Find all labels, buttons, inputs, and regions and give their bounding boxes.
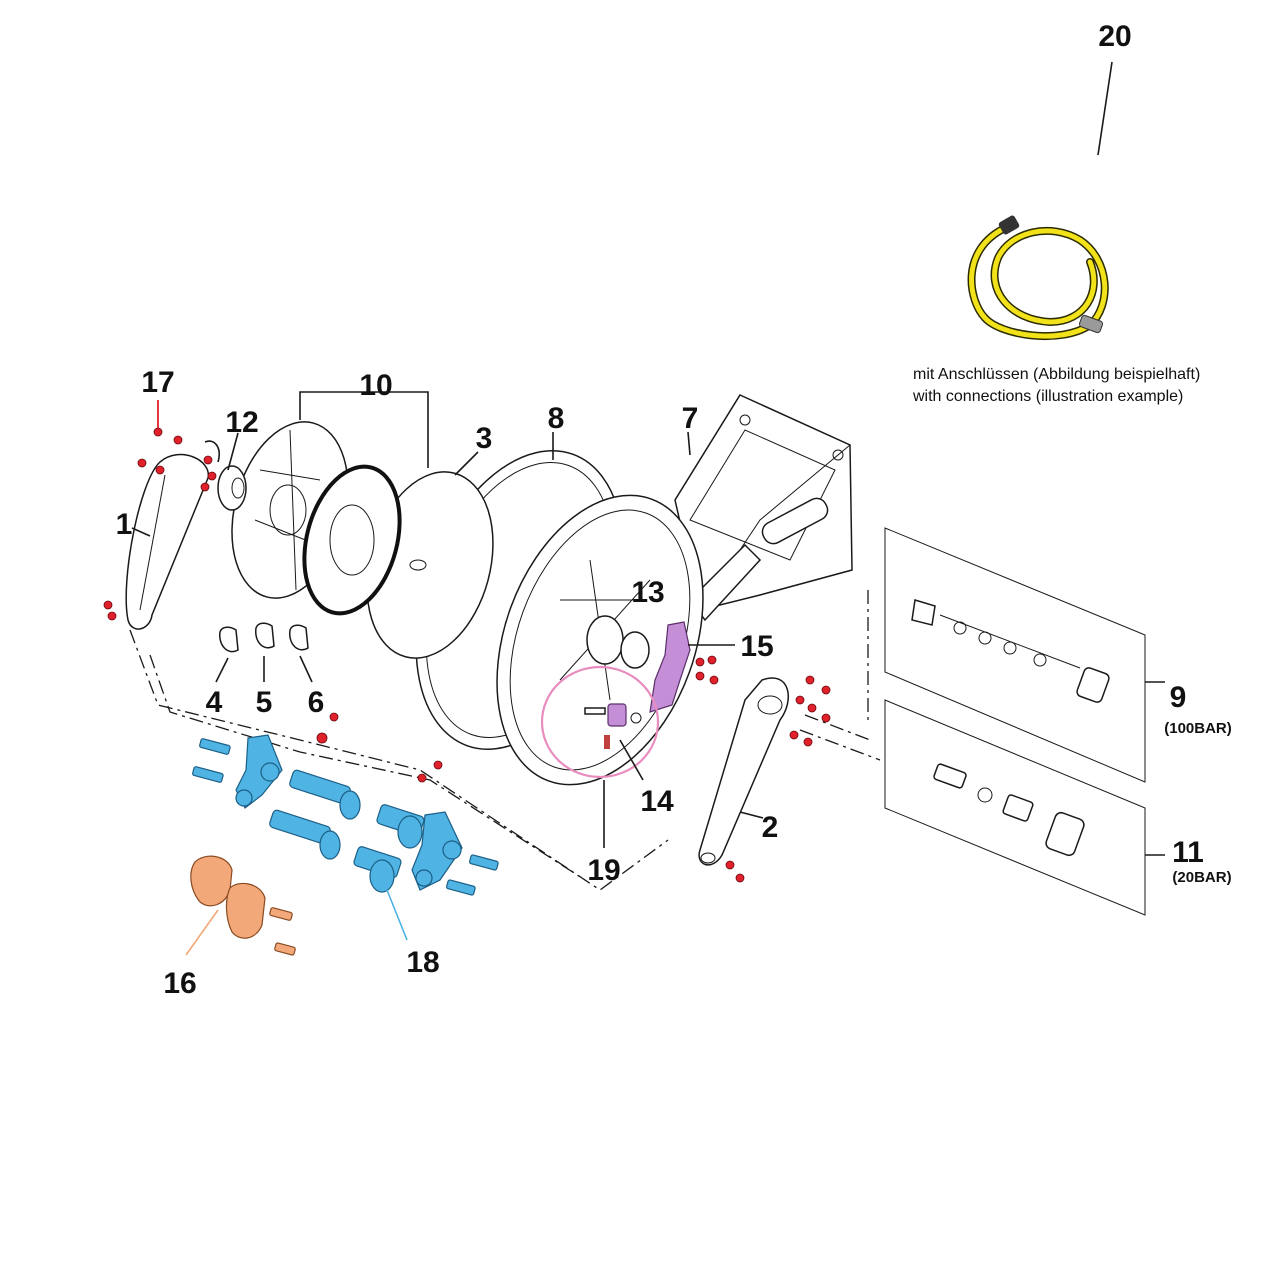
callout-9: 9 [1170, 681, 1187, 714]
support-arm-right [698, 677, 789, 866]
callout-11: 11 [1172, 836, 1204, 869]
callout-8: 8 [548, 402, 565, 435]
screw-set [103, 400, 831, 883]
hose-note-english: with connections (illustration example) [912, 388, 1183, 405]
leader-lines [131, 431, 764, 819]
callout-4: 4 [206, 686, 223, 719]
clamp-6 [289, 624, 309, 651]
detail-circle-19 [540, 665, 660, 779]
callout-14: 14 [640, 785, 674, 818]
callout-12: 12 [225, 406, 258, 439]
callout-15: 15 [740, 630, 773, 663]
callout-2: 2 [762, 811, 779, 844]
callout-17: 17 [141, 366, 174, 399]
leader-20 [1097, 61, 1113, 156]
lock-plate [649, 621, 691, 713]
pressure-label-11: (20BAR) [1172, 869, 1231, 886]
callout-7: 7 [682, 402, 699, 435]
clamp-4 [219, 626, 239, 653]
wall-bracket [674, 394, 853, 622]
hose-assembly [967, 61, 1113, 341]
bracket-10 [299, 391, 429, 468]
callout-1: 1 [116, 508, 133, 541]
clamp-5 [255, 622, 275, 649]
fitting-box-9 [884, 527, 1146, 783]
drum-flange-front [496, 494, 704, 786]
hub [217, 465, 247, 511]
support-arm-left [125, 440, 220, 630]
axle-kit [192, 734, 499, 941]
callout-labels: 20 17 12 10 3 8 7 1 13 15 4 5 6 9 (100BA… [116, 20, 1232, 1000]
callout-10: 10 [359, 369, 392, 402]
callout-5: 5 [256, 686, 273, 719]
callout-16: 16 [163, 967, 196, 1000]
callout-3: 3 [476, 422, 493, 455]
callout-13: 13 [631, 576, 664, 609]
pressure-label-9: (100BAR) [1164, 720, 1232, 737]
clamp-kit-16 [185, 855, 296, 956]
callout-6: 6 [308, 686, 325, 719]
callout-20: 20 [1098, 20, 1131, 53]
spring-housing [231, 391, 429, 616]
clip-12 [204, 440, 220, 463]
leader-14 [619, 739, 644, 781]
callout-18: 18 [406, 946, 439, 979]
hose-note-german: mit Anschlüssen (Abbildung beispielhaft) [913, 366, 1200, 383]
callout-19: 19 [587, 854, 620, 887]
part-13-bushing [620, 631, 650, 669]
fitting-box-11 [884, 699, 1146, 916]
latch-part-14 [584, 703, 642, 749]
